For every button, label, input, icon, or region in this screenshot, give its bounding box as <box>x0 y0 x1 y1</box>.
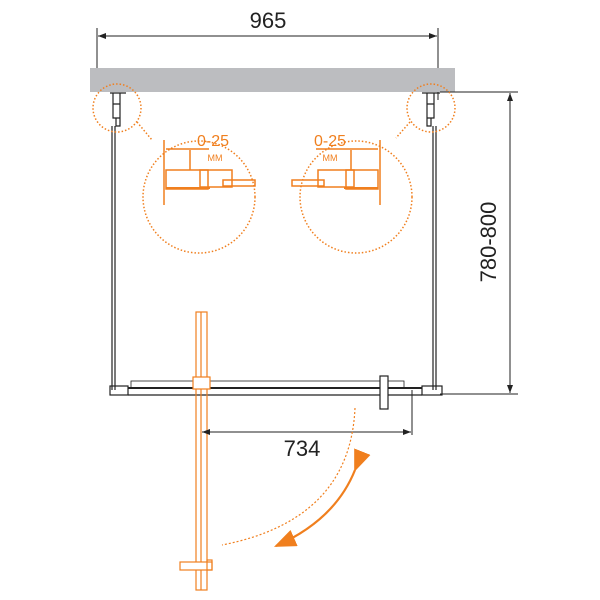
depth-label: 780-800 <box>476 202 501 283</box>
swing-door <box>179 311 213 591</box>
front-frame <box>109 375 443 410</box>
right-detail-callout: 0-25 MM <box>291 83 456 254</box>
left-side-panel <box>110 92 126 390</box>
width-dimension: 965 <box>96 8 439 100</box>
opening-label: 734 <box>284 436 321 461</box>
right-detail-unit: MM <box>323 153 338 163</box>
right-detail-range: 0-25 <box>314 133 346 150</box>
swing-arc <box>221 407 356 546</box>
width-label: 965 <box>250 8 287 33</box>
left-detail-unit: MM <box>208 153 223 163</box>
wall <box>90 68 455 92</box>
left-detail-range: 0-25 <box>197 133 229 150</box>
right-side-panel <box>422 92 440 390</box>
swing-arrow-icon <box>273 448 371 548</box>
depth-dimension: 780-800 <box>440 91 518 395</box>
left-detail-callout: 0-25 MM <box>92 83 256 254</box>
